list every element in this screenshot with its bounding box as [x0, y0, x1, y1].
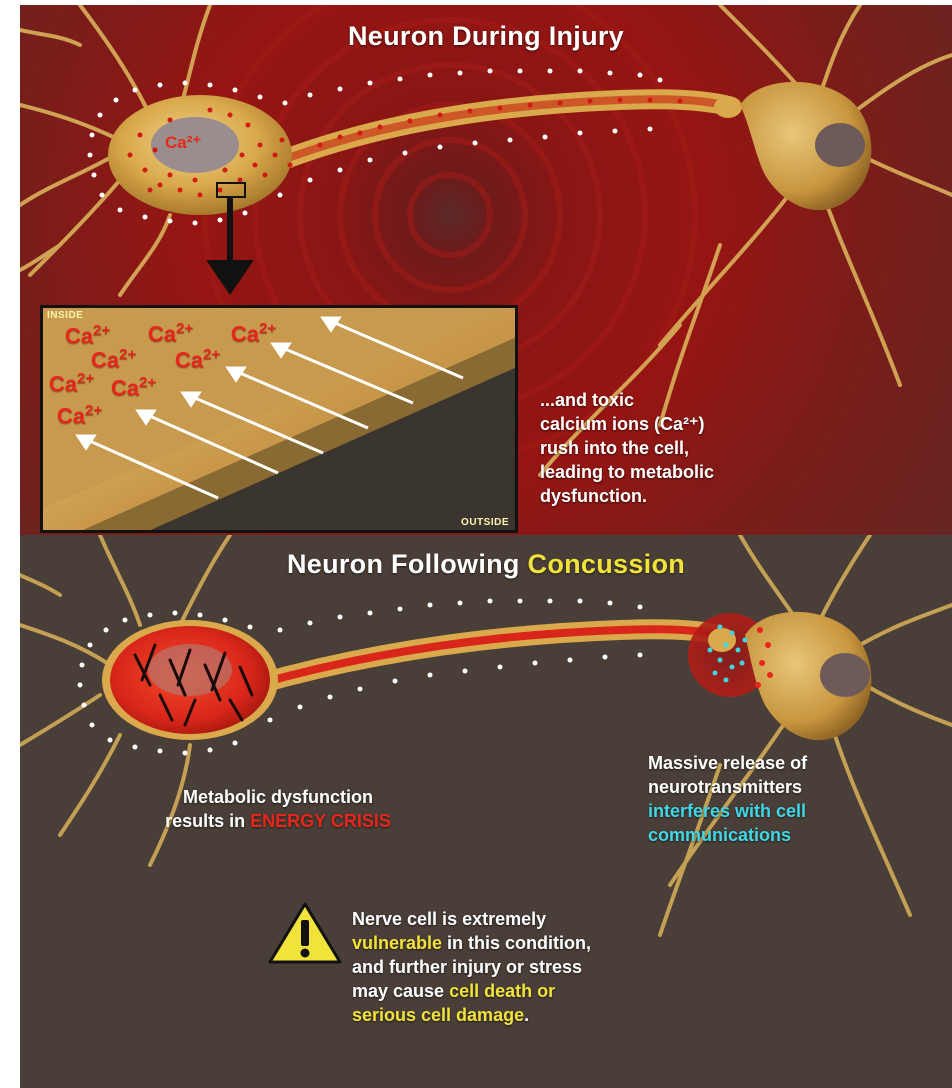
ca-ion-label: Ca2+	[91, 346, 136, 373]
membrane-illustration	[43, 308, 515, 530]
soma-calcium-label: Ca²⁺	[165, 133, 201, 153]
injury-panel: Neuron During Injury Ca²⁺	[20, 5, 952, 535]
ca-ion-label: Ca2+	[175, 346, 220, 373]
ca-ion-label: Ca2+	[148, 320, 193, 347]
outside-label: OUTSIDE	[461, 517, 509, 528]
ca-ion-label: Ca2+	[231, 320, 276, 347]
ca-ion-label: Ca2+	[49, 370, 94, 397]
inside-label: INSIDE	[47, 310, 83, 321]
concussion-panel: Neuron Following Concussion Metabolic dy…	[20, 535, 952, 1088]
concussion-title: Neuron Following Concussion	[20, 549, 952, 580]
neurotransmitter-caption: Massive release of neurotransmitters int…	[648, 751, 807, 847]
membrane-closeup: INSIDE OUTSIDE Ca2+ Ca2+ Ca2+ Ca2+ Ca2+ …	[40, 305, 518, 533]
injury-title: Neuron During Injury	[20, 21, 952, 52]
energy-crisis-caption: Metabolic dysfunction results in ENERGY …	[98, 785, 458, 833]
vulnerability-warning: Nerve cell is extremely vulnerable in th…	[352, 907, 591, 1027]
warning-triangle-icon	[267, 900, 343, 966]
ca-ion-label: Ca2+	[111, 374, 156, 401]
ca-ion-label: Ca2+	[57, 402, 102, 429]
injury-caption: ...and toxic calcium ions (Ca²⁺) rush in…	[540, 388, 714, 508]
